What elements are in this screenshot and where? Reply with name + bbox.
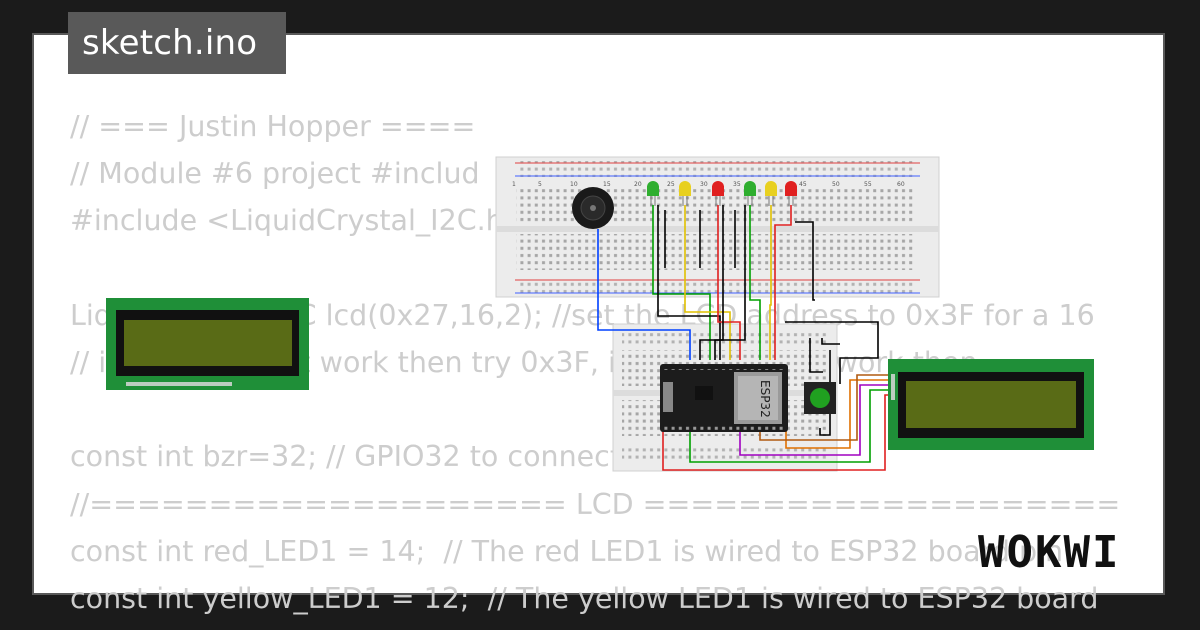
led-yellow-1[interactable] bbox=[679, 181, 691, 206]
board-label: ESP32 bbox=[758, 380, 772, 418]
col-number: 20 bbox=[634, 181, 642, 188]
col-number: 60 bbox=[897, 181, 905, 188]
push-button[interactable] bbox=[804, 382, 836, 414]
esp32-board[interactable]: ESP32 bbox=[660, 364, 788, 432]
code-line: //==================== LCD =============… bbox=[70, 487, 1121, 521]
led-group bbox=[647, 181, 797, 206]
lcd-display-1 bbox=[106, 298, 309, 390]
col-number: 35 bbox=[733, 181, 741, 188]
led-red-1[interactable] bbox=[712, 181, 724, 206]
col-number: 50 bbox=[832, 181, 840, 188]
lcd-display-2 bbox=[888, 359, 1094, 450]
code-line: // === Justin Hopper ==== bbox=[70, 110, 476, 143]
led-red-2[interactable] bbox=[785, 181, 797, 206]
wokwi-logo: WOKWI bbox=[978, 527, 1121, 578]
code-line: #include <LiquidCrystal_I2C.h bbox=[70, 204, 504, 238]
col-number: 1 bbox=[512, 181, 516, 188]
col-number: 30 bbox=[700, 181, 708, 188]
code-panel: // === Justin Hopper ==== // Module #6 pr… bbox=[32, 33, 1165, 615]
col-number: 5 bbox=[538, 181, 542, 188]
col-number: 25 bbox=[667, 181, 675, 188]
led-yellow-2[interactable] bbox=[765, 181, 777, 206]
col-number: 45 bbox=[799, 181, 807, 188]
col-number: 55 bbox=[864, 181, 872, 188]
led-green-2[interactable] bbox=[744, 181, 756, 206]
code-line: const int red_LED1 = 14; // The red LED1… bbox=[70, 534, 1064, 568]
led-green-1[interactable] bbox=[647, 181, 659, 206]
file-tab[interactable]: sketch.ino bbox=[68, 12, 286, 74]
code-line: const int yellow_LED1 = 12; // The yello… bbox=[70, 581, 1099, 615]
col-number: 10 bbox=[570, 181, 578, 188]
buzzer[interactable] bbox=[572, 187, 614, 229]
code-line: // Module #6 project #includ bbox=[70, 157, 480, 191]
col-number: 15 bbox=[603, 181, 611, 188]
